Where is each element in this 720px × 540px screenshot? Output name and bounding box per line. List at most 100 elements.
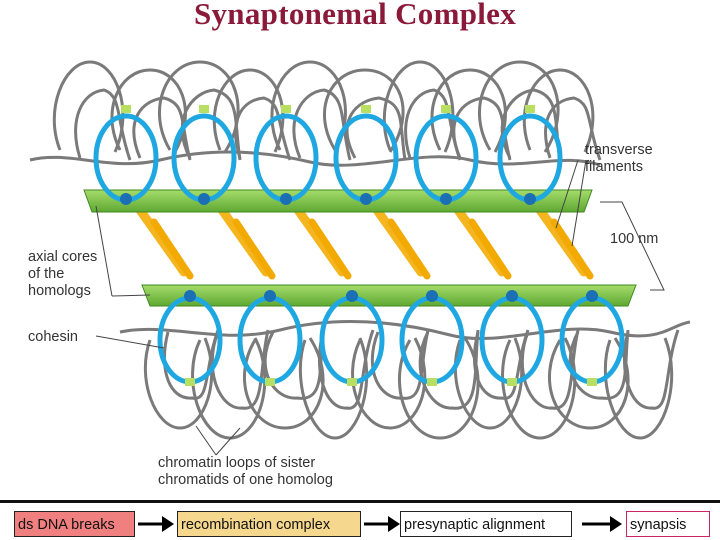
step-recombination-complex: recombination complex [177, 511, 361, 537]
chromatin-loop [317, 329, 375, 410]
cohesin-node [346, 290, 358, 302]
transverse-filaments-label: transverse filaments [585, 142, 653, 176]
transverse-filament [468, 218, 512, 280]
cohesin-node [198, 193, 210, 205]
leader-line [555, 159, 579, 229]
cohesin-node [524, 193, 536, 205]
cohesin-rings [93, 105, 625, 386]
chromatin-loop [404, 88, 462, 161]
transverse-filaments [135, 205, 594, 280]
arrow-right-icon [364, 516, 400, 532]
chromatin-marker [347, 378, 357, 386]
cohesin-node [360, 193, 372, 205]
chromatin-marker [121, 105, 131, 113]
axial-core-bottom [141, 284, 637, 307]
chromatin-backbone [29, 150, 601, 167]
chromatin-marker [525, 105, 535, 113]
cohesin-node [120, 193, 132, 205]
leader-line [95, 205, 113, 297]
chromatin-loop [418, 329, 480, 410]
label-leader-lines [95, 159, 665, 456]
chromatin-marker [265, 378, 275, 386]
cohesin-ring [171, 113, 237, 203]
chromatin-marker [587, 378, 597, 386]
chromatin-loop [454, 337, 524, 430]
chromatin-loop [603, 337, 674, 440]
cohesin-ring [157, 295, 223, 385]
chromatin-loop [478, 60, 560, 153]
chromatin-loop [382, 60, 455, 153]
axial-cores-label-line: axial cores [28, 249, 98, 265]
leader-line [195, 425, 217, 456]
chromatin-loops-label: chromatin loops of sister chromatids of … [158, 455, 333, 489]
chromatin-loop [52, 60, 125, 153]
leader-line [95, 335, 165, 349]
chromatin-marker [427, 378, 437, 386]
cohesin-node [280, 193, 292, 205]
cohesin-node [184, 290, 196, 302]
homologs-label-line: homologs [28, 283, 91, 299]
transverse-filament [550, 218, 594, 280]
scale-bracket [600, 201, 665, 291]
chromatin-loop [544, 96, 602, 161]
chromatin-marker [507, 378, 517, 386]
scale-label: 100 nm [610, 231, 659, 247]
chromatin-loop [500, 88, 562, 161]
chromatin-loop [351, 337, 427, 430]
leader-line [111, 294, 151, 297]
step-ds-dna-breaks: ds DNA breaks [14, 511, 135, 537]
filaments-label-line: filaments [585, 159, 644, 175]
transverse-filament [308, 218, 352, 280]
chromatin-loop [74, 88, 132, 161]
chromatin-loop [398, 337, 480, 440]
transverse-label-line: transverse [585, 142, 653, 158]
page-title: Synaptonemal Complex [193, 0, 517, 31]
leader-line [571, 159, 587, 247]
chromatin-marker [199, 105, 209, 113]
chromatin-loops-bottom [119, 320, 691, 440]
of-the-label-line: of the [28, 266, 65, 282]
cohesin-node [264, 290, 276, 302]
synaptonemal-complex-diagram [29, 60, 691, 456]
chromatin-marker [361, 105, 371, 113]
chromatin-marker [441, 105, 451, 113]
chromatin-loop [548, 337, 630, 430]
cohesin-ring [333, 113, 399, 203]
cohesin-node [440, 193, 452, 205]
arrow-right-icon [138, 516, 174, 532]
bottom-divider [0, 500, 720, 503]
chromatin-loops-label-line: chromatin loops of sister [158, 455, 316, 471]
step-presynaptic-alignment: presynaptic alignment [400, 511, 572, 537]
leader-line [215, 427, 241, 456]
chromatin-loop [520, 329, 580, 410]
cohesin-label: cohesin [28, 329, 78, 345]
chromatin-loop [568, 329, 630, 400]
cohesin-node [506, 290, 518, 302]
transverse-filament [387, 218, 431, 280]
chromatin-marker [185, 378, 195, 386]
chromatin-loop [243, 337, 325, 430]
transverse-filament [232, 218, 276, 280]
axial-core-top [83, 189, 593, 213]
chromatin-loop [323, 68, 405, 153]
chromatin-loop [452, 96, 512, 161]
sister-chromatids-label-line: chromatids of one homolog [158, 472, 333, 488]
cohesin-ring [559, 295, 625, 385]
transverse-filament [150, 218, 194, 280]
chromatin-loop [234, 96, 292, 161]
arrow-right-icon [582, 516, 622, 532]
chromatin-loop [270, 60, 347, 153]
chromatin-loop [622, 329, 680, 410]
cohesin-node [426, 290, 438, 302]
cohesin-ring [399, 295, 465, 385]
axial-cores-label: axial cores of the homologs [28, 249, 97, 300]
chromatin-loop [473, 329, 530, 400]
chromatin-marker [281, 105, 291, 113]
cohesin-ring [479, 295, 545, 385]
chromatin-loop [263, 329, 325, 400]
cohesin-node [586, 290, 598, 302]
step-synapsis: synapsis [626, 511, 710, 537]
chromatin-loop [158, 60, 240, 153]
cohesin-ring [93, 113, 159, 203]
chromatin-loop [144, 337, 214, 430]
